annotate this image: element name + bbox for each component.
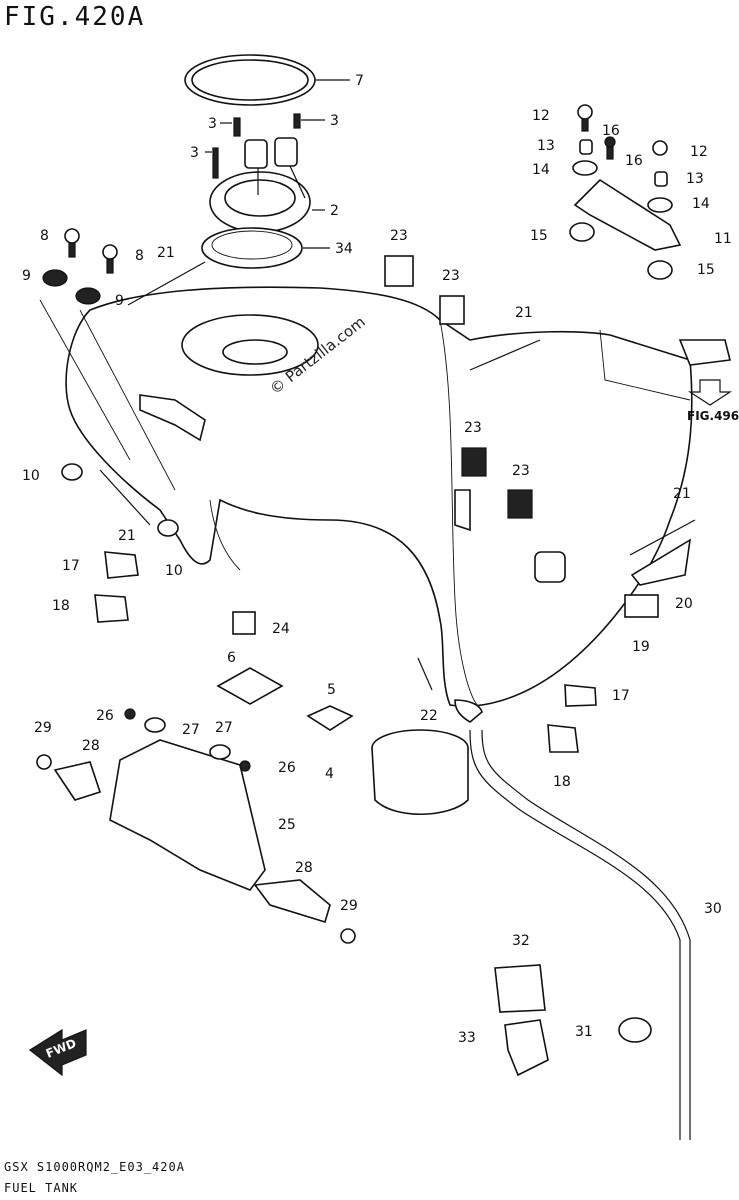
callout-12: 12 [690, 144, 708, 160]
callout-15: 15 [530, 228, 548, 244]
callout-3: 3 [208, 116, 217, 132]
callout-16: 16 [625, 153, 643, 169]
callout-26: 26 [96, 708, 114, 724]
callout-27: 27 [215, 720, 233, 736]
figure-title: FIG.420A [4, 2, 146, 32]
lower-guard-assembly [36, 708, 356, 944]
o-ring-part [184, 54, 350, 106]
callout-10: 10 [165, 563, 183, 579]
band-part [371, 729, 469, 815]
callout-8: 8 [40, 228, 49, 244]
screw-parts [205, 113, 325, 179]
callout-13: 13 [537, 138, 555, 154]
fuel-tank-body [65, 286, 693, 723]
callout-28: 28 [82, 738, 100, 754]
callout-15: 15 [697, 262, 715, 278]
callout-18: 18 [553, 774, 571, 790]
callout-6: 6 [227, 650, 236, 666]
callout-23: 23 [390, 228, 408, 244]
callout-29: 29 [34, 720, 52, 736]
gasket-part [201, 227, 330, 269]
model-code: GSX S1000RQM2_E03_420A [4, 1160, 185, 1174]
callout-2: 2 [330, 203, 339, 219]
rear-bracket-assembly [569, 104, 733, 406]
callout-29: 29 [340, 898, 358, 914]
callout-3: 3 [330, 113, 339, 129]
callout-32: 32 [512, 933, 530, 949]
callout-13: 13 [686, 171, 704, 187]
callout-20: 20 [675, 596, 693, 612]
callouts: 7 3 3 3 2 34 8 8 9 9 21 21 21 21 10 10 2… [22, 73, 732, 1046]
callout-4: 4 [325, 766, 334, 782]
callout-21: 21 [118, 528, 136, 544]
callout-23: 23 [442, 268, 460, 284]
callout-24: 24 [272, 621, 290, 637]
callout-25: 25 [278, 817, 296, 833]
callout-12: 12 [532, 108, 550, 124]
pad-parts [384, 255, 533, 519]
callout-19: 19 [632, 639, 650, 655]
callout-22: 22 [420, 708, 438, 724]
callout-10: 10 [22, 468, 40, 484]
callout-33: 33 [458, 1030, 476, 1046]
callout-27: 27 [182, 722, 200, 738]
callout-14: 14 [532, 162, 550, 178]
fwd-arrow: FWD [28, 1028, 87, 1077]
callout-21: 21 [157, 245, 175, 261]
left-mount-parts [39, 228, 179, 537]
callout-21: 21 [673, 486, 691, 502]
callout-9: 9 [115, 293, 124, 309]
diagram-caption: FUEL TANK [4, 1181, 79, 1195]
callout-31: 31 [575, 1024, 593, 1040]
callout-28: 28 [295, 860, 313, 876]
callout-5: 5 [327, 682, 336, 698]
small-parts [94, 538, 692, 753]
callout-8: 8 [135, 248, 144, 264]
callout-17: 17 [612, 688, 630, 704]
callout-30: 30 [704, 901, 722, 917]
callout-21: 21 [515, 305, 533, 321]
callout-18: 18 [52, 598, 70, 614]
callout-14: 14 [692, 196, 710, 212]
callout-26: 26 [278, 760, 296, 776]
fuel-cap-part [209, 137, 325, 233]
callout-23: 23 [512, 463, 530, 479]
callout-11: 11 [714, 231, 732, 247]
callout-23: 23 [464, 420, 482, 436]
callout-17: 17 [62, 558, 80, 574]
cushion-strips [99, 261, 696, 556]
clamp-parts [494, 964, 652, 1077]
figure-reference[interactable]: FIG.496 [687, 409, 739, 423]
callout-7: 7 [355, 73, 364, 89]
fuel-hose-part [469, 729, 691, 1140]
callout-3: 3 [190, 145, 199, 161]
callout-9: 9 [22, 268, 31, 284]
callout-34: 34 [335, 241, 353, 257]
callout-16: 16 [602, 123, 620, 139]
